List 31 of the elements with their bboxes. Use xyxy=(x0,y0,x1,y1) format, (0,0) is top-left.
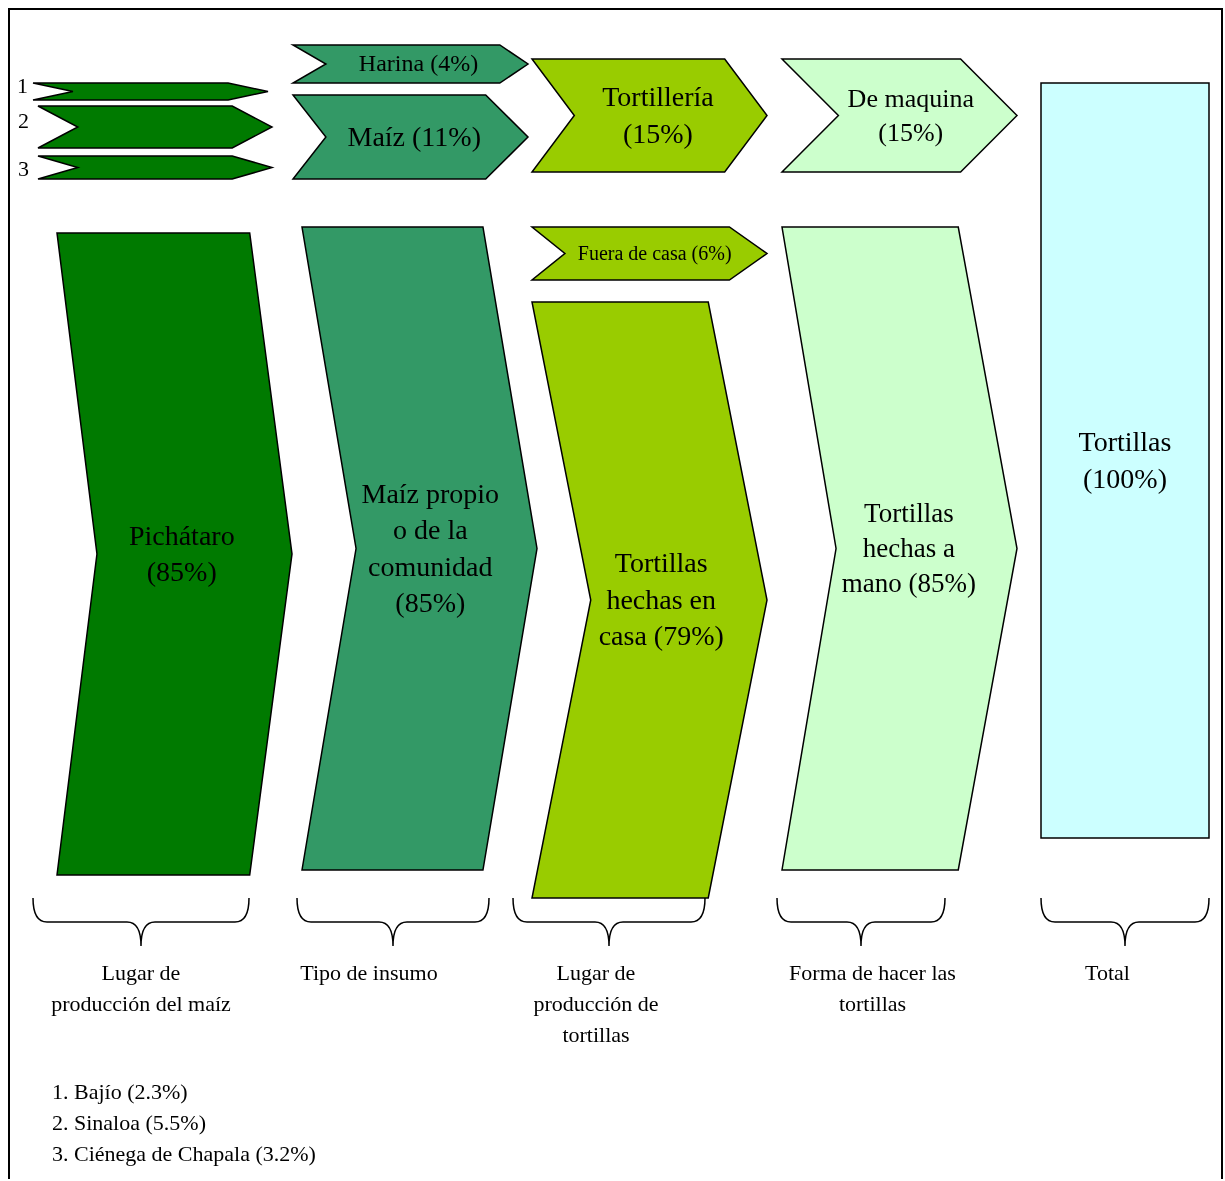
node-text: Harina (4%) xyxy=(358,51,479,77)
key-entry: 3. Ciénega de Chapala (3.2%) xyxy=(52,1143,316,1165)
column-caption: Forma de hacer las tortillas xyxy=(788,959,957,1018)
node-text: Fuera de casa (6%) xyxy=(577,243,732,264)
callout-number: 3 xyxy=(18,158,29,180)
node-text: Tortillería (15%) xyxy=(601,80,715,151)
node-text: Maíz (11%) xyxy=(347,119,481,154)
key-entry: 1. Bajío (2.3%) xyxy=(52,1081,188,1103)
chevron-block xyxy=(293,95,528,179)
chevron-block xyxy=(1041,83,1209,838)
chevron-block xyxy=(532,59,767,172)
node-text: De maquina (15%) xyxy=(846,82,975,149)
column-caption: Lugar de producción de tortillas xyxy=(532,959,660,1049)
chevron-block xyxy=(532,302,767,898)
node-text: Tortillas hechas a mano (85%) xyxy=(840,496,977,601)
callout-number: 1 xyxy=(17,75,28,97)
node-text: Maíz propio o de la comunidad (85%) xyxy=(360,476,501,620)
chevron-block xyxy=(532,227,767,280)
column-caption: Total xyxy=(1084,959,1131,987)
chevron-block xyxy=(782,59,1017,172)
chevron-block xyxy=(57,233,292,875)
node-text: Tortillas (100%) xyxy=(1077,425,1173,496)
chevron-block xyxy=(782,227,1017,870)
chevron-block xyxy=(293,45,528,83)
node-text: Tortillas hechas en casa (79%) xyxy=(597,546,725,654)
callout-number: 2 xyxy=(18,110,29,132)
column-caption: Lugar de producción del maíz xyxy=(51,959,231,1018)
column-caption: Tipo de insumo xyxy=(299,959,439,987)
chevron-block xyxy=(302,227,537,870)
key-entry: 2. Sinaloa (5.5%) xyxy=(52,1112,206,1134)
node-text: Pichátaro (85%) xyxy=(127,518,236,589)
